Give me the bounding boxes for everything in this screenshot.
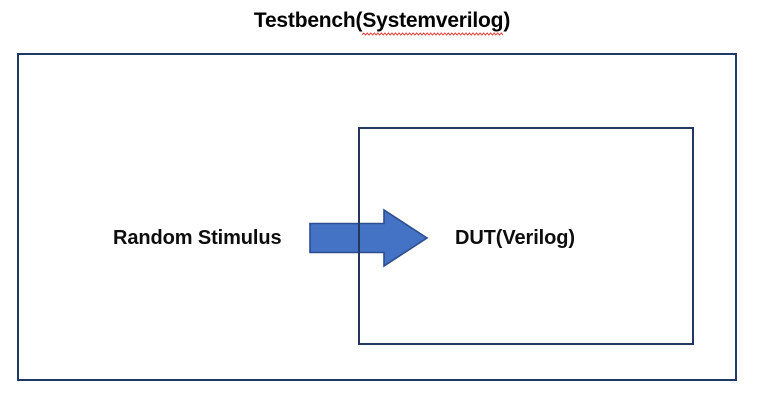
title-suffix: ) [503,9,511,32]
title-misspelled-word: Systemverilog [362,8,504,36]
dut-container-box [358,127,694,345]
testbench-container-box [17,53,737,381]
stimulus-to-dut-arrow-icon [308,206,430,270]
title-prefix: Testbench( [253,9,363,32]
dut-label: DUT(Verilog) [455,227,575,249]
spellcheck-underline-icon [362,32,504,36]
title-misspelled-text: Systemverilog [362,9,504,32]
page-title: Testbench(Systemverilog ) [0,8,764,36]
random-stimulus-label: Random Stimulus [113,227,282,249]
